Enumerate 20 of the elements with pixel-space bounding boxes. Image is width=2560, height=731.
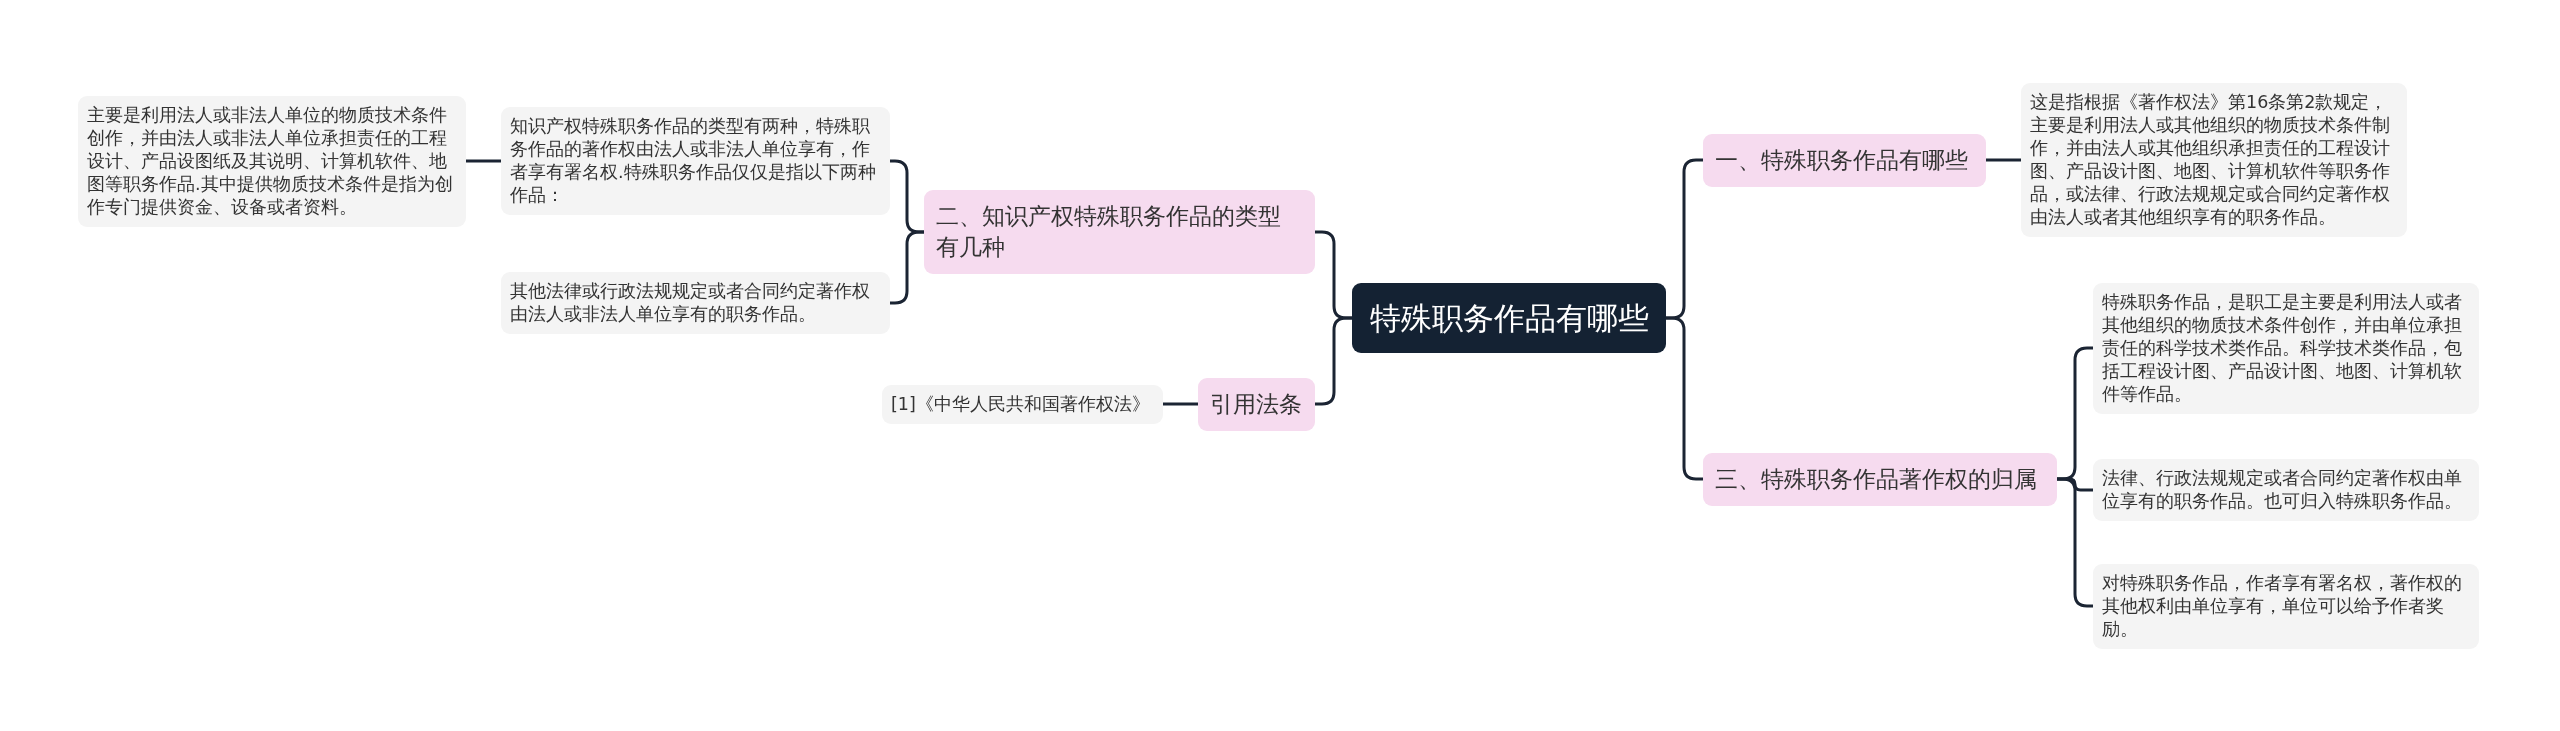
topic-box: 二、知识产权特殊职务作品的类型有几种: [924, 190, 1315, 274]
note-box: 特殊职务作品，是职工是主要是利用法人或者其他组织的物质技术条件创作，并由单位承担责任的科学技术类作品。科学技术类作品，包括工程设计图、产品设计图、地图、计算机软件等作品。: [2093, 282, 2479, 414]
connector: [466, 159, 501, 163]
connector: [1163, 402, 1198, 406]
note-box: 这是指根据《著作权法》第16条第2款规定，主要是利用法人或其他组织的物质技术条件制作，并由法人或其他组织承担责任的工程设计图、产品设计图、地图、计算机软件等职务作品，或法律、行政法规规定或合同约定著作权由法人或者其他组织享有的职务作品。: [2021, 83, 2407, 237]
topic-box: 三、特殊职务作品著作权的归属: [1703, 452, 2057, 506]
connector: [890, 230, 924, 305]
note-box: 知识产权特殊职务作品的类型有两种，特殊职务作品的著作权由法人或非法人单位享有，作者享有署名权.特殊职务作品仅仅是指以下两种作品：: [501, 107, 890, 215]
connector: [1315, 316, 1352, 406]
note-box: 其他法律或行政法规规定或者合同约定著作权由法人或非法人单位享有的职务作品。: [501, 272, 890, 334]
note-box: [1]《中华人民共和国著作权法》: [882, 384, 1163, 424]
note-box: 对特殊职务作品，作者享有署名权，著作权的其他权利由单位享有，单位可以给予作者奖励。: [2093, 563, 2479, 649]
topic-box: 一、特殊职务作品有哪些: [1703, 133, 1986, 187]
connector: [2057, 477, 2093, 608]
central-topic-box: 特殊职务作品有哪些: [1352, 283, 1666, 353]
connector: [1666, 316, 1703, 481]
note-box: 法律、行政法规规定或者合同约定著作权由单位享有的职务作品。也可归入特殊职务作品。: [2093, 459, 2479, 521]
note-box: 主要是利用法人或非法人单位的物质技术条件创作，并由法人或非法人单位承担责任的工程设计、产品设图纸及其说明、计算机软件、地图等职务作品.其中提供物质技术条件是指为创作专门提供资金、设备或者资料。: [78, 95, 466, 227]
topic-box: 引用法条: [1198, 377, 1315, 431]
connector: [1986, 158, 2021, 162]
